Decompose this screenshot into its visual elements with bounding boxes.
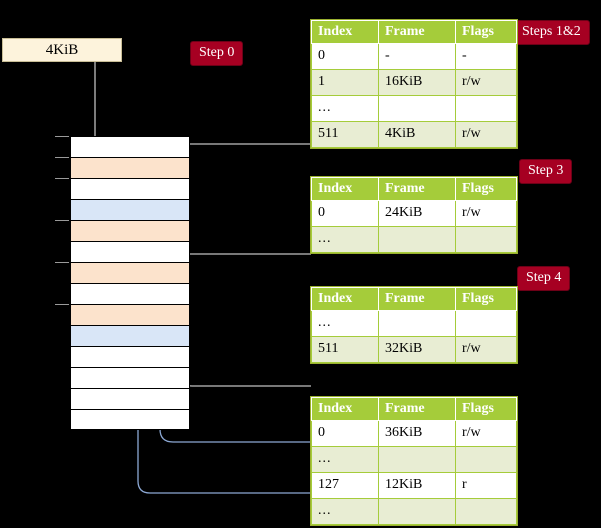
cell-frame bbox=[378, 95, 456, 123]
cell-index: ... bbox=[311, 95, 379, 123]
memory-cell-1 bbox=[55, 157, 190, 178]
table-row: ... bbox=[311, 226, 517, 254]
cell-index: 0 bbox=[311, 200, 379, 228]
cell-index: ... bbox=[311, 446, 379, 474]
column-header-frame: Frame bbox=[378, 19, 456, 45]
table-row: 0-- bbox=[311, 43, 517, 71]
cell-index: ... bbox=[311, 498, 379, 526]
cell-flags: r/w bbox=[455, 121, 517, 149]
cell-frame: 16KiB bbox=[378, 69, 456, 97]
memory-cell-11 bbox=[70, 367, 190, 388]
cell-index: 1 bbox=[311, 69, 379, 97]
memory-cell-6 bbox=[55, 262, 190, 283]
memory-cell-5 bbox=[70, 241, 190, 262]
cell-flags bbox=[455, 498, 517, 526]
memory-tick-1 bbox=[55, 157, 69, 158]
column-header-flags: Flags bbox=[455, 176, 517, 202]
cell-flags: r/w bbox=[455, 420, 517, 448]
cell-flags bbox=[455, 226, 517, 254]
memory-cell-3 bbox=[70, 199, 190, 220]
cell-flags bbox=[455, 310, 517, 338]
column-header-flags: Flags bbox=[455, 396, 517, 422]
column-header-index: Index bbox=[311, 286, 379, 312]
cell-flags bbox=[455, 446, 517, 474]
badge-step-3: Step 3 bbox=[519, 159, 573, 184]
table-row: ... bbox=[311, 310, 517, 338]
cell-index: 127 bbox=[311, 472, 379, 500]
table-row: ... bbox=[311, 498, 517, 526]
badge-step-4: Step 4 bbox=[517, 266, 571, 291]
column-header-index: Index bbox=[311, 176, 379, 202]
cell-index: 511 bbox=[311, 121, 379, 149]
cell-frame bbox=[378, 310, 456, 338]
cell-index: 0 bbox=[311, 420, 379, 448]
source-frame-label: 4KiB bbox=[45, 41, 79, 58]
memory-cell-4 bbox=[55, 220, 190, 241]
cell-index: ... bbox=[311, 310, 379, 338]
badge-steps-1-2: Steps 1&2 bbox=[513, 20, 590, 45]
column-header-frame: Frame bbox=[378, 286, 456, 312]
memory-tick-0 bbox=[55, 136, 69, 137]
cell-frame bbox=[378, 226, 456, 254]
wire-memory-to-pd bbox=[177, 319, 311, 387]
badge-step-0: Step 0 bbox=[190, 41, 244, 66]
cell-flags bbox=[455, 95, 517, 123]
cell-frame: 36KiB bbox=[378, 420, 456, 448]
column-header-flags: Flags bbox=[455, 286, 517, 312]
source-frame-box: 4KiB bbox=[2, 38, 122, 62]
table-row: ... bbox=[311, 446, 517, 474]
cell-frame: 24KiB bbox=[378, 200, 456, 228]
memory-column bbox=[55, 136, 190, 430]
memory-cell-13 bbox=[70, 409, 190, 430]
cell-frame: 32KiB bbox=[378, 336, 456, 364]
memory-tick-8 bbox=[55, 304, 69, 305]
cell-flags: r/w bbox=[455, 69, 517, 97]
cell-index: 511 bbox=[311, 336, 379, 364]
cell-flags: r/w bbox=[455, 200, 517, 228]
memory-cell-2 bbox=[55, 178, 190, 199]
cell-frame: 12KiB bbox=[378, 472, 456, 500]
cell-frame bbox=[378, 446, 456, 474]
memory-cell-10 bbox=[70, 346, 190, 367]
memory-cell-8 bbox=[55, 304, 190, 325]
memory-tick-6 bbox=[55, 262, 69, 263]
cell-flags: - bbox=[455, 43, 517, 71]
column-header-index: Index bbox=[311, 396, 379, 422]
cell-frame: 4KiB bbox=[378, 121, 456, 149]
column-header-flags: Flags bbox=[455, 19, 517, 45]
table-row: ... bbox=[311, 95, 517, 123]
memory-tick-2 bbox=[55, 178, 69, 179]
memory-tick-4 bbox=[55, 220, 69, 221]
cell-index: 0 bbox=[311, 43, 379, 71]
column-header-index: Index bbox=[311, 19, 379, 45]
column-header-frame: Frame bbox=[378, 176, 456, 202]
column-header-frame: Frame bbox=[378, 396, 456, 422]
memory-cell-9 bbox=[70, 325, 190, 346]
memory-cell-12 bbox=[70, 388, 190, 409]
memory-cell-7 bbox=[70, 283, 190, 304]
cell-frame: - bbox=[378, 43, 456, 71]
cell-flags: r bbox=[455, 472, 517, 500]
cell-frame bbox=[378, 498, 456, 526]
memory-cell-0 bbox=[55, 136, 190, 157]
cell-index: ... bbox=[311, 226, 379, 254]
cell-flags: r/w bbox=[455, 336, 517, 364]
